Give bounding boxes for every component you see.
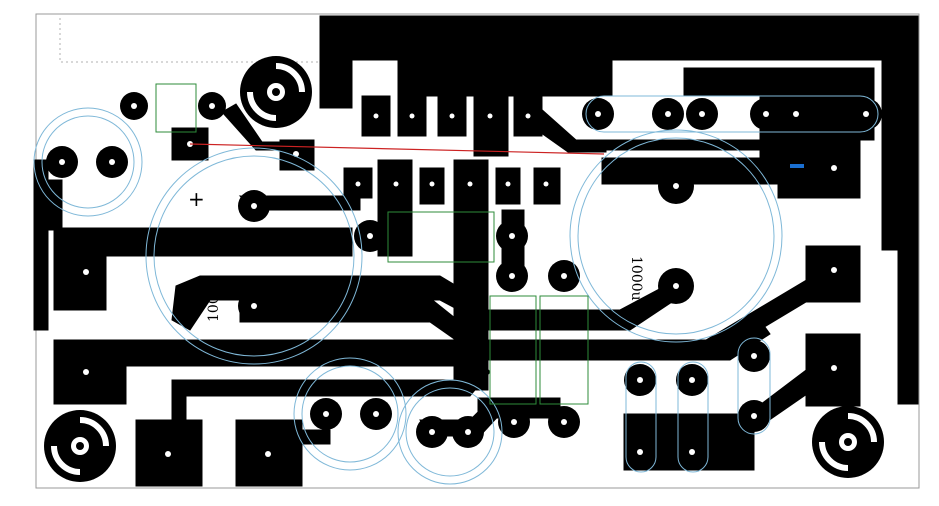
resistor-outline-top xyxy=(585,95,879,133)
mount-hole-bottom-right xyxy=(812,406,884,478)
silkscreen-boxes xyxy=(155,83,589,405)
trace-diag-top xyxy=(519,107,607,153)
pour-bottom-left xyxy=(53,339,471,405)
polarity-mark: + xyxy=(188,187,205,211)
copper-layer xyxy=(33,15,919,487)
pad-top-4 xyxy=(473,95,509,157)
mount-hole-bottom-left xyxy=(44,410,116,482)
round-pads xyxy=(46,92,882,468)
cap-outline-bottom-2 xyxy=(397,379,503,485)
pad-top-3 xyxy=(437,95,467,137)
resistor-outline-r1 xyxy=(625,361,657,473)
pour-top-bus xyxy=(397,59,613,97)
cap-outline-right-big xyxy=(569,129,783,343)
ground-pour-top xyxy=(319,15,919,405)
cap-label-right: 1000u xyxy=(628,256,644,301)
mounting-holes xyxy=(44,56,884,482)
pour-right-lower xyxy=(805,333,861,407)
ic-outline-mid xyxy=(387,211,495,263)
resistor-outline-r3 xyxy=(737,337,771,435)
pour-left-bar xyxy=(53,227,353,311)
ic-outline-top xyxy=(155,83,197,133)
cap-outline-bottom-1 xyxy=(293,357,407,471)
ic-outline-lower-1 xyxy=(489,295,537,405)
silkscreen-layer xyxy=(33,95,879,485)
airwire xyxy=(189,143,605,155)
cap-label-left: 1000u xyxy=(206,277,222,322)
resistor-outline-r2 xyxy=(677,361,709,473)
marker-blue xyxy=(790,164,804,168)
cap-outline-left-big xyxy=(145,147,363,365)
mount-hole-top-left xyxy=(240,56,312,128)
ic-outline-lower-2 xyxy=(539,295,589,405)
cap-outline-left-small xyxy=(33,107,143,217)
trace-right-top xyxy=(605,139,771,151)
trace-pad-b xyxy=(301,429,331,445)
